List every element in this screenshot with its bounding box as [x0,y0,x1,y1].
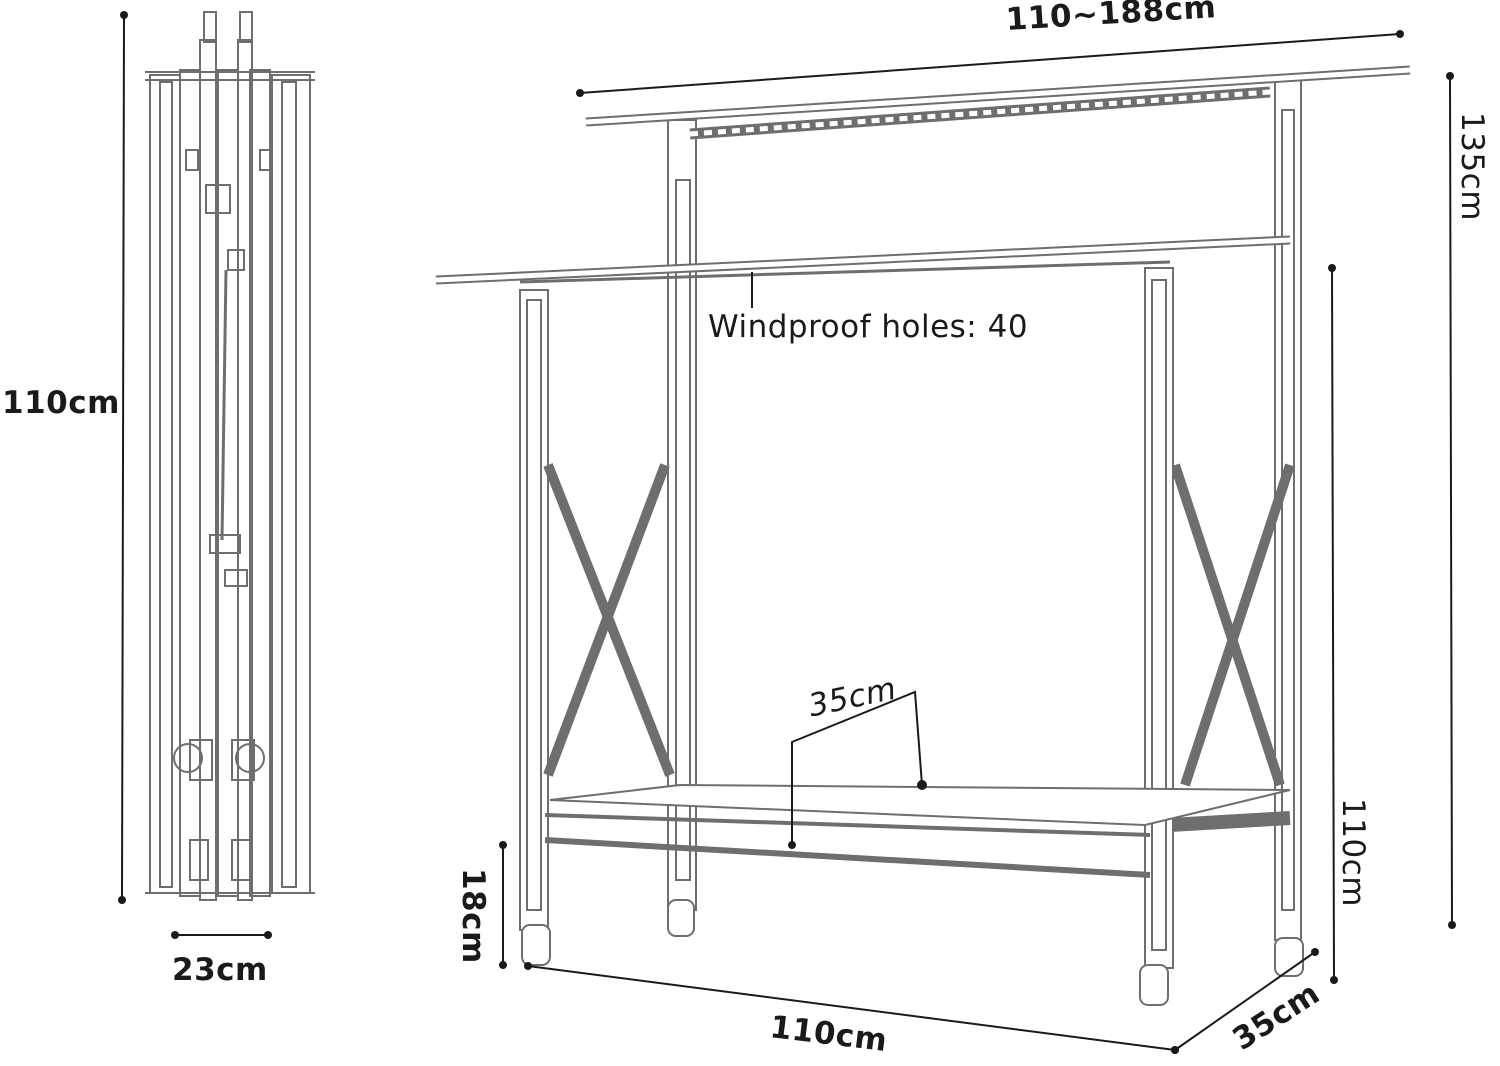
max-height-label: 135cm [1454,112,1490,221]
max-height-dimension [1446,72,1456,929]
base-depth-dimension [1171,948,1319,1054]
min-height-label: 110cm [1335,798,1371,907]
wheel-height-label: 18cm [455,868,491,964]
folded-width-label: 23cm [172,952,268,988]
rack-drawing [435,65,1411,1006]
min-height-dimension [1328,264,1338,984]
folded-height-label: 110cm [2,385,120,421]
rail-width-dimension [576,30,1404,97]
folded-rack-drawing [145,11,315,901]
windproof-label: Windproof holes: 40 [708,309,1029,345]
folded-height-dimension [118,11,128,904]
base-length-dimension [524,962,1179,1054]
shelf-depth-leader [788,690,927,849]
